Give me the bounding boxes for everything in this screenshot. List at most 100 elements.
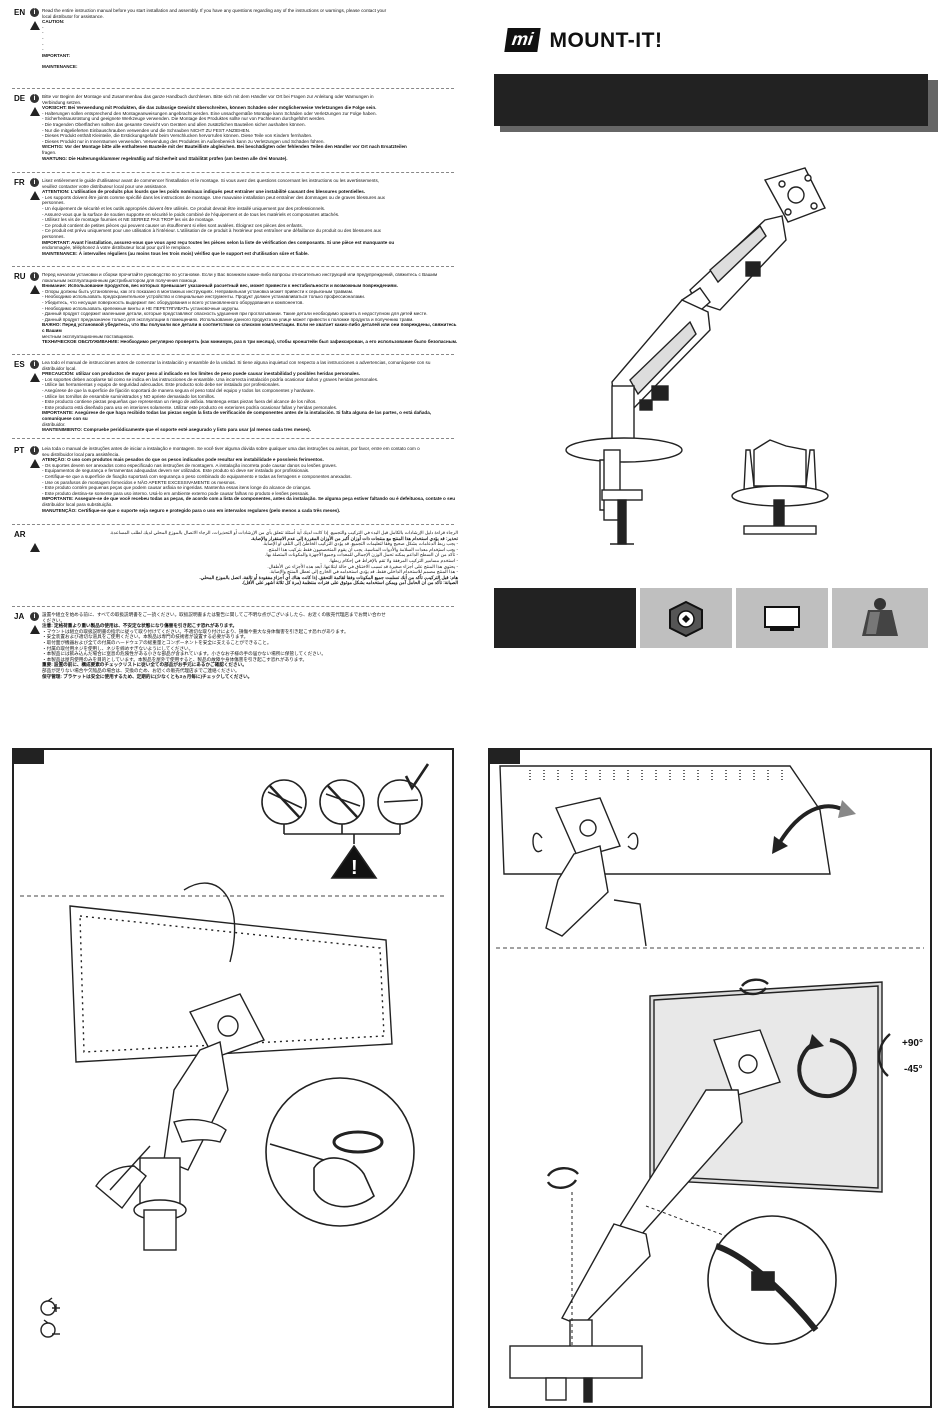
warning-icon [30,543,40,552]
text-line: seu distribuidor local para assistência. [42,451,120,457]
info-icon: i [30,446,39,455]
arrow-head [772,836,788,854]
text-line: - استخدم مسامير التركيب المرفقة ولا تقم … [329,557,458,563]
text-line: - يجب ربط الدعامات بشكل صحيح وفقا لتعليم… [262,541,458,547]
warning-icon [30,107,40,116]
lang-text: Read the entire instruction manual befor… [42,8,458,70]
lang-code: DE [14,94,26,103]
callout-line [183,882,236,963]
text-line: هام: قبل التركيب، تأكد من أنك تسلمت جميع… [199,574,458,580]
lang-text: Bitte vor Beginn der Montage und Zusamme… [42,94,458,161]
text-line: distribuidor local. [42,365,77,371]
text-line: fragen. [42,149,57,155]
divider [12,172,454,173]
text-line: ・安全装置および適切な道具をご使用ください。本製品は専門の技術者が設置する必要が… [42,634,249,640]
hand-with-allen-key [95,1118,227,1210]
monitor-icon [764,606,800,631]
info-icon: i [30,612,39,621]
upper-arm [680,215,787,318]
step-panel-right: +90° -45° [488,748,932,1408]
divider [12,354,454,355]
title-bar [494,74,928,126]
lang-block-pt: PT i Leia toda o manual de instruções an… [14,446,458,522]
text-line: VORSICHT: Bei Verwendung mit Produkten, … [42,105,377,111]
weight-icon [862,598,898,636]
text-line: IMPORTANT: [42,52,70,58]
warning-exclamation: ! [351,857,358,879]
lang-block-ar: AR الرجاء قراءة دليل الإرشادات بالكامل ق… [14,530,458,602]
text-line: Lea todo el manual de instrucciones ante… [42,360,431,365]
text-line: - Equipamentos de segurança e ferramenta… [42,468,310,474]
monitor-back [69,905,393,1063]
text-line: - Die tragenden Oberflächen sollten das … [42,121,306,127]
text-line: - Les supports doivent être joints comme… [42,194,385,200]
tilt-down-label: -45° [904,1064,922,1075]
text-line: - Asegúrese de que la superficie de fija… [42,387,315,393]
lang-code: EN [14,8,26,17]
logo-text: MOUNT-IT! [549,28,663,52]
text-line: - هذا المنتج مصمم للاستخدام الداخلي فقط.… [269,569,458,575]
step-number-tab [14,750,44,764]
text-line: - Ce produit contient de petites pièces … [42,222,303,228]
text-line: distribuidor local para substituição. [42,501,113,507]
info-icon: i [30,178,39,187]
callout-line [645,1205,727,1237]
text-line: - Este produto contém pequenas peças que… [42,485,312,491]
lang-block-en: EN i Read the entire instruction manual … [14,8,458,84]
text-line: - [42,41,44,47]
text-line: 重要: 設置の前に、構成要素のチェックリストに従い全ての部品がお手元にあるかご確… [42,662,247,668]
text-line: - [42,47,44,53]
feature-monitor [736,588,828,648]
desk-clamp [565,437,683,545]
text-line: - Необходимо использовать предохранитель… [42,294,366,300]
text-line: - Необходимо использовать крепежные винт… [42,305,240,311]
lang-block-de: DE i Bitte vor Beginn der Montage und Zu… [14,94,458,168]
text-line: - تأكد من أن السطح الداعم يمكنه تحمل الو… [265,552,458,558]
text-line: - Utilice las herramientas y equipo de s… [42,382,280,388]
text-line: 部品が足りない場合や欠陥品の場合は、交換のため、お近くの販売代理店までご連絡くだ… [42,667,240,673]
text-line: MANUTENÇÃO: Certifique-se que o suporte … [42,507,341,513]
text-line: personnes. [42,233,65,239]
text-line: ・付属の取付用ネジを使用し、ネジを締めすぎないようにしてください。 [42,645,194,651]
lang-block-fr: FR i Lisez entièrement le guide d'utilis… [14,178,458,264]
screw-tool-diagrams [261,763,430,879]
text-line: ATTENTION: L'utilisation de produits plu… [42,189,366,195]
text-line: - Certifique-se que a superfície de fixa… [42,473,352,479]
text-line: MANTENIMIENTO: Compruebe periódicamente … [42,427,311,433]
rotation-circle-icon [797,1034,857,1099]
text-line: - [42,24,44,30]
lang-code: FR [14,178,25,187]
text-line: ATENÇÃO: O uso com produtos mais pesados… [42,457,324,463]
text-line: IMPORTANT: Avant l'installation, assurez… [42,239,395,245]
lang-code: RU [14,272,26,281]
feature-weight [832,588,928,648]
swivel-arrows-top [739,978,769,996]
text-line: ・本製品には飲み込んだ場合に窒息の危険性がある小さな部品が含まれています。小さな… [42,651,326,657]
lang-block-ja: JA i 設置や組立を始める前に、すべての取扱説明書をご一読ください。取扱説明書… [14,612,458,692]
lower-arm [611,299,711,413]
text-line: - Dieses Produkt nur in Innenräumen verw… [42,138,325,144]
text-line: local distributor for assistance. [42,13,104,19]
text-line: 保守管理: ブラケットは安全に使用するため、定期的に(少なくとも3ヵ月毎に)チェ… [42,673,253,679]
gas-spring-arm [509,1029,781,1403]
text-line: - Este producto contiene piezas pequeñas… [42,399,317,405]
arrow-head [838,800,856,818]
warning-icon [30,21,40,30]
text-line: distribuidor. [42,421,66,427]
tilt-range-arrow [878,1033,891,1077]
text-line: - Ce produit est prévu uniquement pour u… [42,228,381,234]
step-number-tab [490,750,520,764]
text-line: - Halterungen sollen entsprechend den Mo… [42,110,377,116]
warning-icon [30,191,40,200]
text-line: - يحتوي هذا المنتج على أجزاء صغيرة قد تس… [267,563,458,569]
text-line: - Utilisez les vis de montage fournies e… [42,217,215,223]
brand-logo: mi MOUNT-IT! [504,28,663,53]
vesa-plate [763,167,826,223]
text-line: 設置や組立を始める前に、すべての取扱説明書をご一読ください。取扱説明書または警告… [42,612,386,617]
text-line: - Use os parafusos de montagem fornecido… [42,479,236,485]
text-line: Внимание: Использование продуктов, вес к… [42,283,398,289]
lang-block-es: ES i Lea todo el manual de instrucciones… [14,360,458,436]
divider [12,266,454,267]
text-line: MAINTENANCE: [42,63,78,69]
divider [12,524,454,525]
